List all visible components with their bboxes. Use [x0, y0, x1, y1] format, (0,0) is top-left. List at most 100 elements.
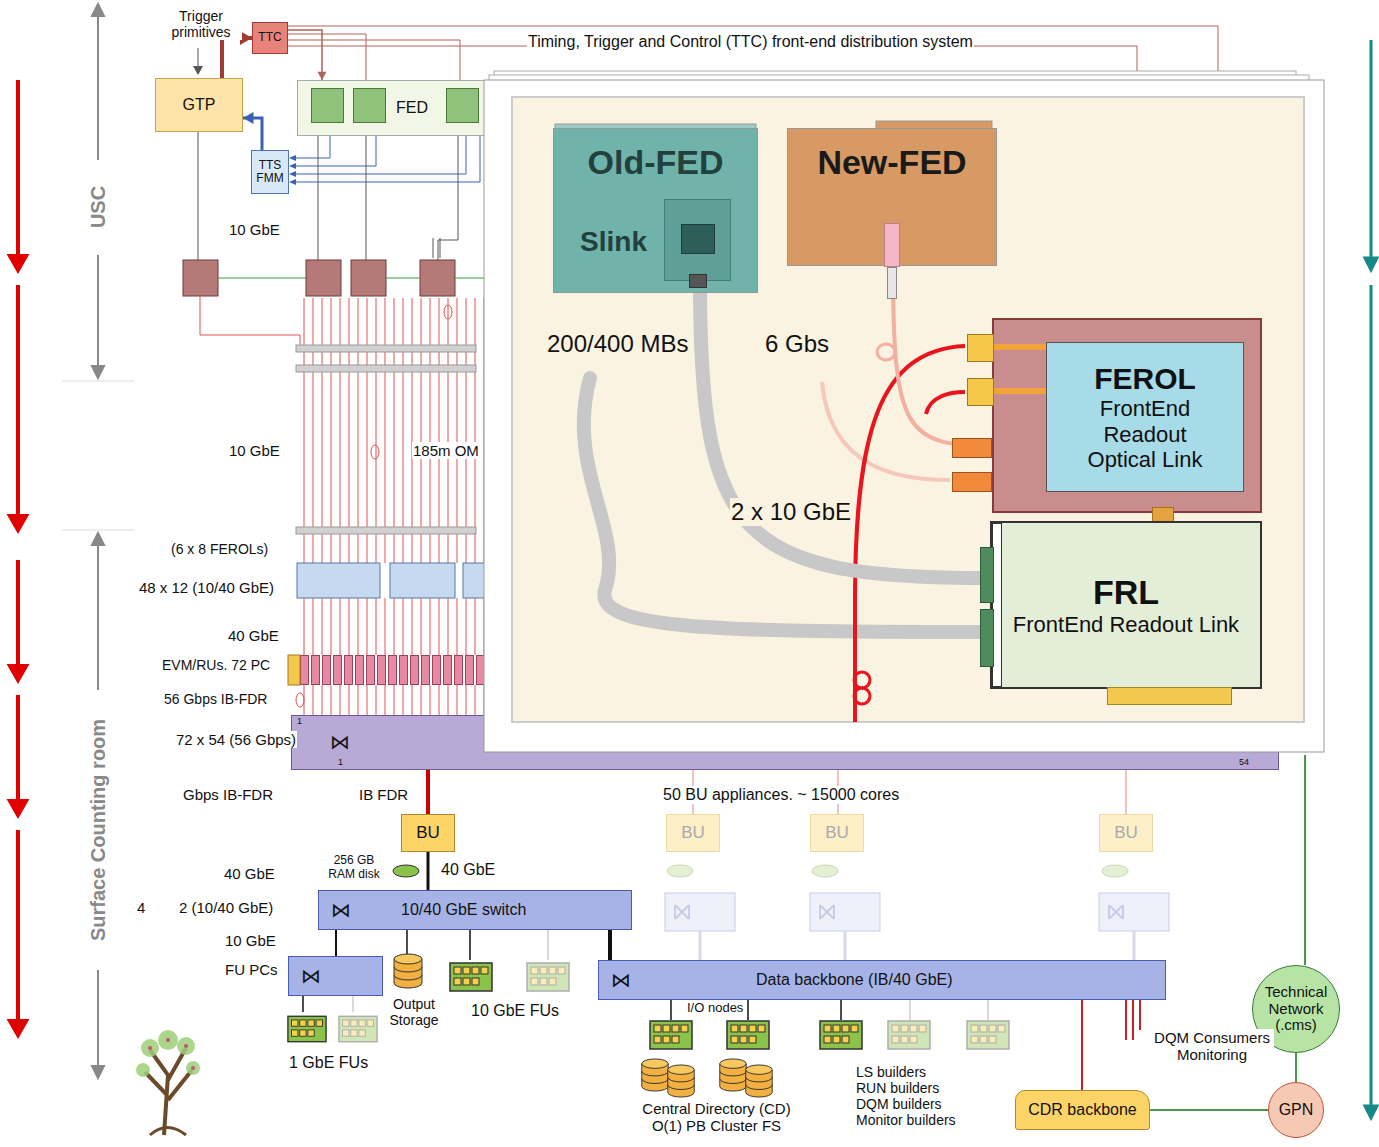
connector-line — [608, 930, 612, 960]
annotation-label: (6 x 8 FEROLs) — [170, 541, 269, 557]
annotation-label: DQM Consumers Monitoring — [1150, 1029, 1274, 1064]
connector-line — [1081, 1000, 1083, 1090]
annotation-label: 1 GbE FUs — [288, 1054, 369, 1072]
connector-line — [1295, 1053, 1297, 1082]
node-body: FrontEnd Readout Link — [1013, 612, 1239, 637]
annotation-label: Output Storage — [382, 996, 446, 1028]
annotation-label: 50 BU appliances. ~ 15000 cores — [662, 786, 900, 804]
annotation-label: 10 GbE — [228, 442, 281, 459]
gtp-box: GTP — [155, 78, 243, 132]
node-title: ⋈ — [330, 731, 350, 754]
connector-part — [446, 88, 479, 123]
node-title: ⋈ — [331, 899, 351, 922]
arrowhead — [318, 72, 327, 80]
node-title: TTC — [258, 31, 281, 45]
connector-part — [952, 472, 992, 492]
connector — [1296, 1053, 1297, 1082]
connector-part — [681, 224, 715, 254]
annotation-label: 2 x 10 GbE — [730, 498, 852, 526]
annotation-label: 40 GbE — [223, 865, 276, 882]
connector-line — [427, 852, 430, 890]
annotation-label: 40 GbE — [440, 861, 496, 879]
node-body: FrontEnd Readout Optical Link — [1080, 396, 1210, 472]
bu-box-faded: BU — [666, 814, 720, 852]
node-title: GPN — [1279, 1101, 1314, 1119]
connector-part — [952, 438, 992, 458]
annotation-label: 10 GbE — [224, 932, 277, 949]
node-title: ⋈ — [611, 969, 631, 992]
network-circle: GPN — [1268, 1082, 1324, 1138]
arrowhead — [243, 112, 254, 124]
cdr-backbone-box: CDR backbone — [1015, 1090, 1150, 1130]
node-title: Technical Network (.cms) — [1259, 984, 1333, 1034]
connector-part — [980, 547, 994, 603]
node-title: FED — [396, 99, 428, 117]
connector — [610, 930, 611, 960]
node-title: BU — [825, 823, 849, 843]
annotation-label: FU PCs — [224, 961, 279, 978]
connector — [428, 770, 429, 814]
node-title: CDR backbone — [1028, 1101, 1137, 1119]
switch-box: ⋈ — [288, 956, 383, 996]
tree-icon — [136, 1030, 200, 1135]
node-title: BU — [1114, 823, 1138, 843]
node-title: ⋈ — [301, 965, 321, 988]
connector — [1150, 1110, 1268, 1111]
connector-part — [353, 88, 386, 123]
annotation-label: 56 Gbps IB-FDR — [163, 691, 268, 707]
connector-part — [311, 88, 344, 123]
connector-part — [884, 223, 900, 267]
switch-box: ⋈10/40 GbE switch — [318, 890, 632, 930]
region-label: Surface Counting room — [87, 718, 110, 942]
node-title: Old-FED — [588, 143, 724, 182]
connector — [700, 281, 990, 578]
annotation-label: 72 x 54 (56 Gbps) — [175, 731, 297, 748]
annotation-label: EVM/RUs. 72 PC — [161, 657, 271, 673]
annotation-label: 2 (10/40 GbE) — [178, 899, 274, 916]
bu-box: BU — [401, 814, 455, 852]
new-fed-card: New-FED — [787, 128, 997, 266]
bu-box-faded: BU — [810, 814, 864, 852]
connector — [1082, 1000, 1083, 1090]
annotation-label: 6 Gbs — [764, 330, 830, 358]
annotation-label: 40 GbE — [227, 627, 280, 644]
node-title: TTS FMM — [252, 159, 288, 185]
connector — [243, 112, 262, 150]
annotation-label: 1 — [296, 716, 303, 726]
connector — [288, 30, 327, 80]
ferol-inner-board: FEROLFrontEnd Readout Optical Link — [1046, 342, 1244, 492]
annotation-label: 54 — [1238, 757, 1250, 767]
annotation-label: Trigger primitives — [160, 8, 242, 40]
node-title: BU — [416, 823, 440, 843]
connector-line — [426, 770, 430, 814]
node-title: FRL — [1093, 573, 1159, 612]
connector-line — [700, 281, 990, 578]
annotation-label: 10 GbE FUs — [470, 1002, 560, 1020]
connector-part — [967, 378, 994, 406]
annotation-label: Gbps IB-FDR — [182, 786, 274, 803]
node-title: FEROL — [1094, 362, 1196, 397]
annotation-label: Central Directory (CD) O(1) PB Cluster F… — [628, 1100, 805, 1135]
annotation-label: 1 — [337, 757, 344, 767]
connector — [428, 852, 429, 890]
connector-part — [980, 609, 994, 667]
ferol-card: FEROLFrontEnd Readout Optical Link — [992, 318, 1262, 513]
old-fed-card: Old-FED Slink — [553, 128, 758, 293]
annotation-label: 48 x 12 (10/40 GbE) — [138, 579, 275, 596]
connector-line — [335, 930, 337, 956]
backbone-bar: ⋈ Data backbone (IB/40 GbE) — [598, 960, 1166, 1000]
connector-part — [967, 334, 994, 362]
node-title: GTP — [183, 96, 216, 114]
fed-crate: FED — [297, 80, 497, 136]
connector — [336, 930, 337, 956]
frl-card: FRLFrontEnd Readout Link — [990, 521, 1262, 689]
connector-part — [994, 388, 1046, 394]
connector-part — [994, 344, 1046, 350]
bu-box-faded: BU — [1099, 814, 1153, 852]
ttc-box: TTC — [252, 22, 288, 54]
slink-card: Slink — [664, 199, 731, 281]
annotation-label: 200/400 MBs — [546, 330, 689, 358]
annotation-label: LS builders RUN builders DQM builders Mo… — [855, 1064, 959, 1128]
connector-line — [288, 30, 322, 80]
node-body: Data backbone (IB/40 GbE) — [756, 971, 953, 989]
